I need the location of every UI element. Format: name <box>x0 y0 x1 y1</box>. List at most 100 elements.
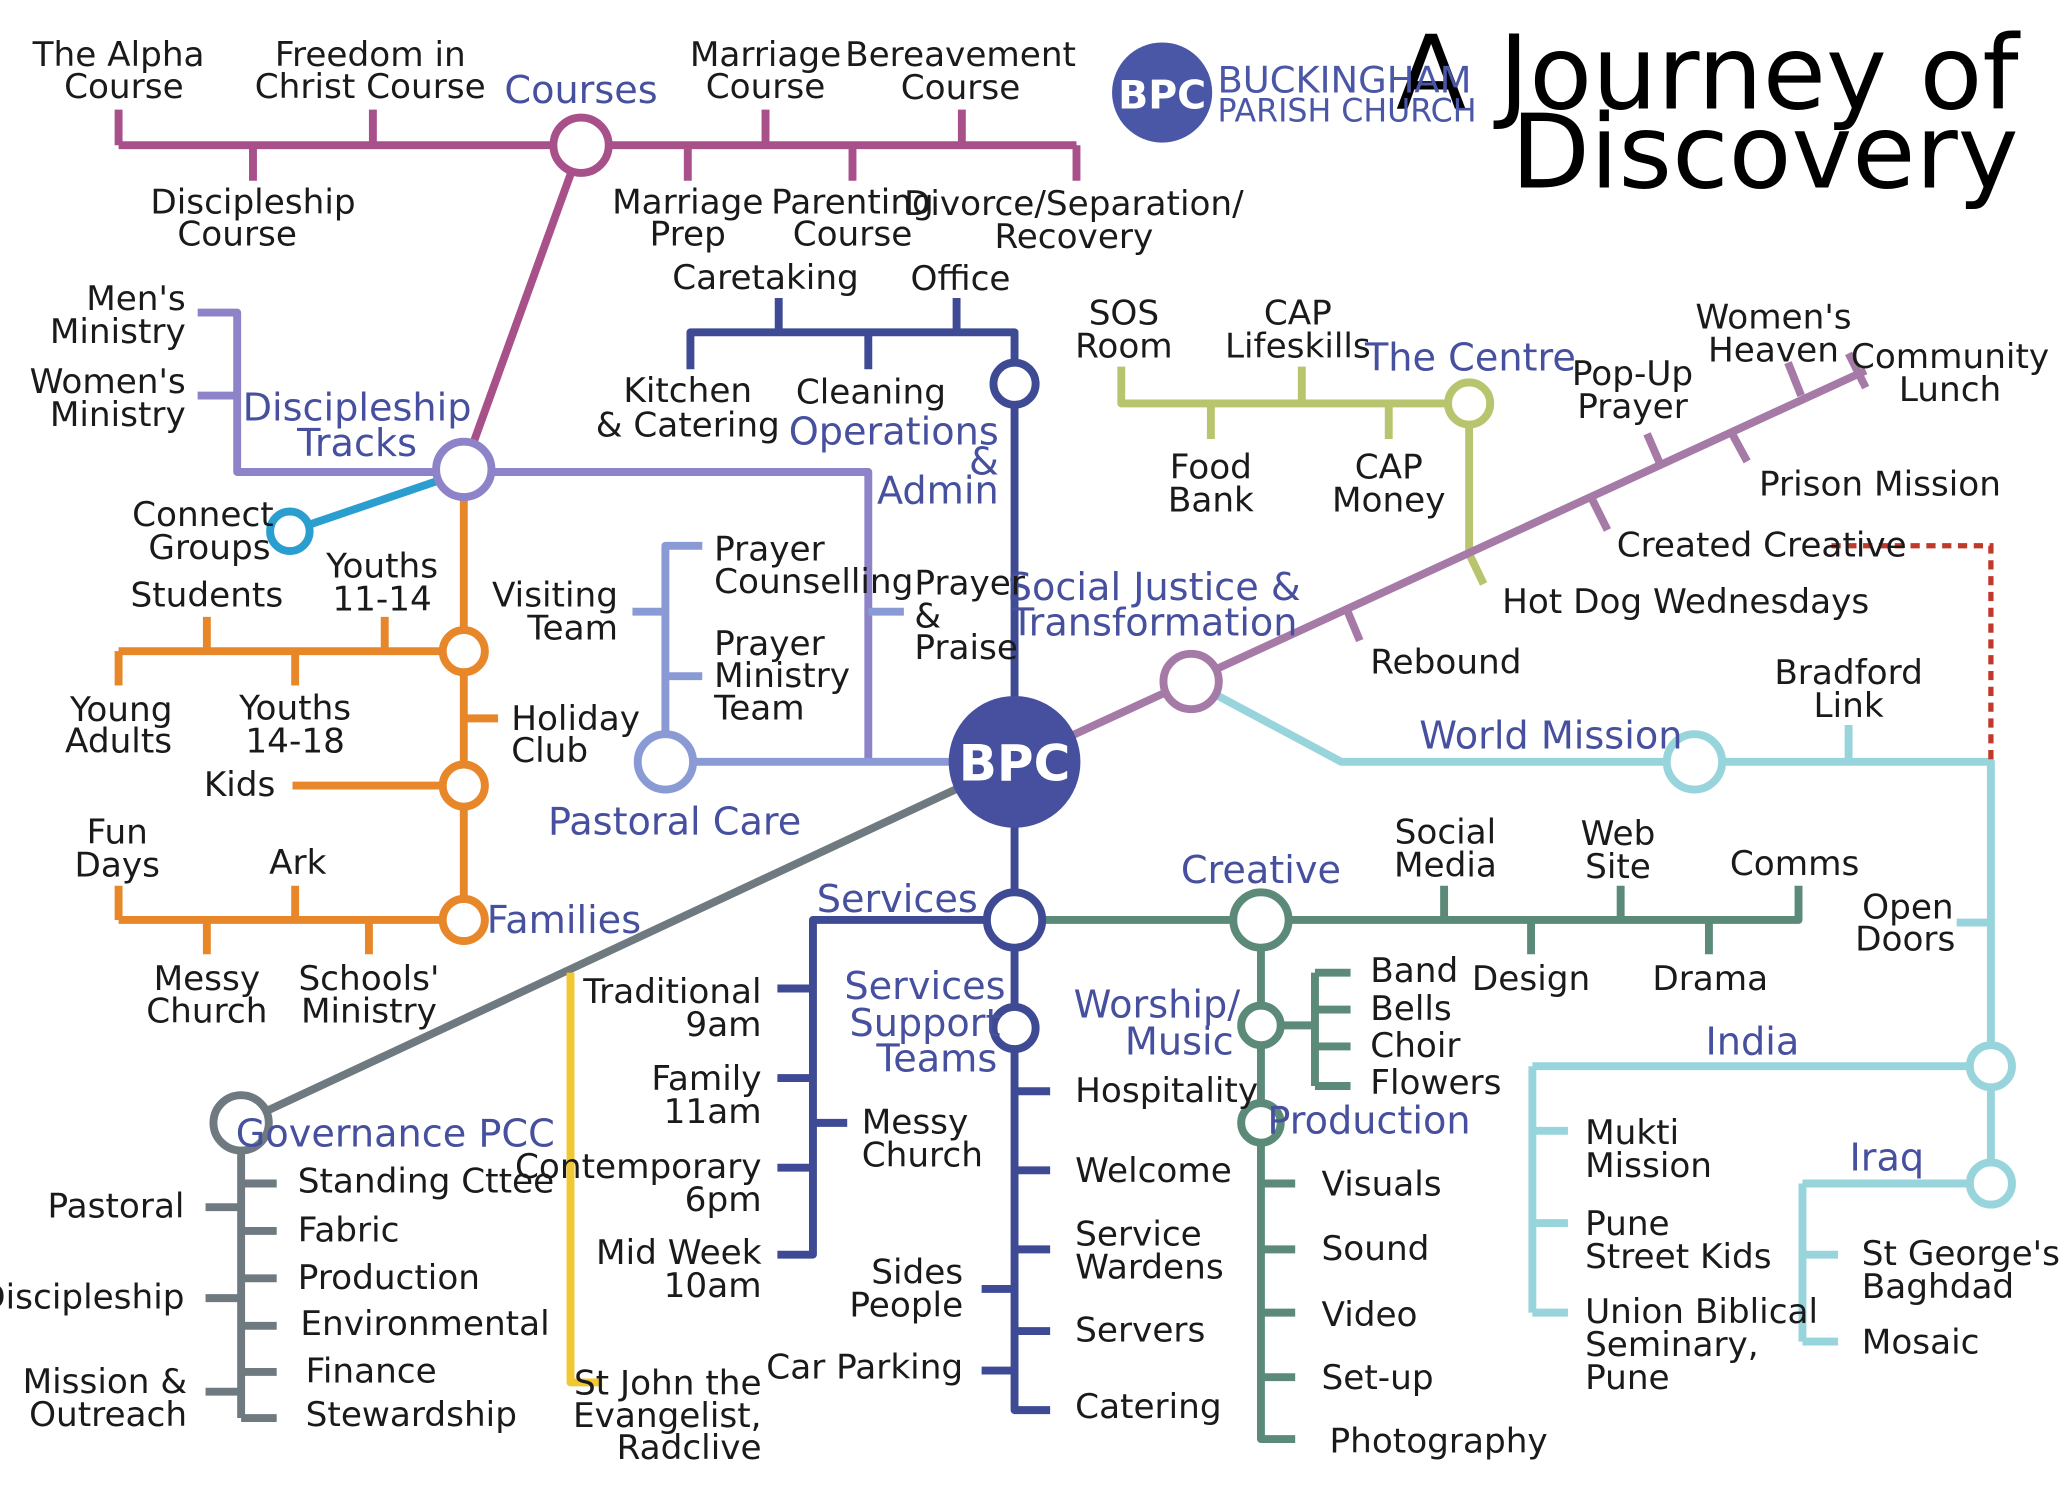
operations-line <box>686 298 1019 762</box>
label-visuals: Visuals <box>1322 1164 1442 1204</box>
label-schools-2: Ministry <box>301 992 437 1032</box>
label-rebound: Rebound <box>1370 643 1521 683</box>
bpc-hub[interactable] <box>948 695 1081 828</box>
label-photography: Photography <box>1329 1421 1547 1461</box>
label-mission-1: Mission & <box>23 1362 188 1402</box>
discipleship-station[interactable] <box>432 437 496 501</box>
label-schools-1: Schools' <box>298 959 439 999</box>
label-freedom-2: Christ Course <box>255 67 486 107</box>
label-open-doors-1: Open <box>1862 888 1953 928</box>
support-station[interactable] <box>989 1002 1040 1054</box>
label-finance: Finance <box>306 1351 437 1391</box>
label-contemporary-1: Contemporary <box>515 1147 762 1187</box>
label-discipleship-course-2: Course <box>177 214 297 254</box>
courses-station[interactable] <box>549 113 613 177</box>
label-youths1418-1: Youths <box>238 689 351 729</box>
label-catering: Catering <box>1075 1387 1221 1427</box>
label-popup-2: Prayer <box>1577 387 1688 427</box>
pastoral-station[interactable] <box>633 730 698 794</box>
courses-hub-label: Courses <box>504 69 657 113</box>
kids-station[interactable] <box>438 760 489 811</box>
label-bells: Bells <box>1370 989 1451 1029</box>
bpc-hub-label: BPC <box>959 734 1071 792</box>
youth-station[interactable] <box>438 626 489 677</box>
iraq-station[interactable] <box>1965 1158 2016 1209</box>
label-holiday-2: Club <box>511 731 588 771</box>
social-justice-station[interactable] <box>1159 649 1223 714</box>
discipleship-labels: Men's Ministry Women's Ministry Connect … <box>30 279 274 568</box>
courses-line <box>114 109 1081 471</box>
production-station[interactable] <box>1237 1099 1285 1147</box>
label-flowers: Flowers <box>1370 1063 1501 1103</box>
label-social-media-1: Social <box>1395 813 1497 853</box>
label-open-doors-2: Doors <box>1855 919 1955 959</box>
creative-hub-label: Creative <box>1181 849 1341 893</box>
label-created: Created Creative <box>1617 525 1907 565</box>
label-website-2: Site <box>1585 847 1651 887</box>
title-line-1: A Journey of <box>1396 14 2021 133</box>
label-gov-production: Production <box>298 1258 480 1298</box>
services-station[interactable] <box>982 888 1047 952</box>
operations-hub-label-1: Operations <box>789 410 999 454</box>
logo-circle <box>1112 42 1213 143</box>
label-midweek-2: 10am <box>664 1266 762 1306</box>
label-womens-heaven-2: Heaven <box>1708 330 1839 370</box>
label-pune-kids-2: Street Kids <box>1585 1237 1772 1277</box>
label-midweek-1: Mid Week <box>596 1233 762 1273</box>
label-counselling-2: Counselling <box>714 562 913 602</box>
label-services-messy-1: Messy <box>862 1102 969 1142</box>
families-hub-label: Families <box>487 899 641 943</box>
label-connect-1: Connect <box>132 495 274 535</box>
label-caretaking: Caretaking <box>672 258 859 298</box>
label-family-1: Family <box>651 1059 761 1099</box>
world-mission-station[interactable] <box>1662 730 1727 794</box>
operations-station[interactable] <box>989 358 1040 409</box>
support-hub-label-1: Services <box>844 965 1005 1009</box>
label-prayer-ministry-2: Ministry <box>714 656 850 696</box>
worship-station[interactable] <box>1237 1001 1285 1050</box>
label-parenting-2: Course <box>793 214 913 254</box>
label-family-2: 11am <box>664 1092 762 1132</box>
discipleship-hub-label-2: Tracks <box>296 422 417 466</box>
label-marriage-course-2: Course <box>706 67 826 107</box>
label-services-messy-2: Church <box>862 1135 983 1175</box>
label-cap-money-1: CAP <box>1355 448 1423 488</box>
families-station[interactable] <box>438 894 489 946</box>
discipleship-line <box>197 308 873 762</box>
label-st-georges-1: St George's <box>1862 1234 2060 1274</box>
creative-labels: Social Media Web Site Comms Design Drama… <box>1322 813 1860 1462</box>
creative-station[interactable] <box>1229 888 1293 952</box>
label-gov-discipleship: Discipleship <box>0 1278 184 1318</box>
label-stewardship: Stewardship <box>306 1395 517 1435</box>
label-divorce-2: Recovery <box>994 217 1153 257</box>
label-young-adults-2: Adults <box>65 722 172 762</box>
india-station[interactable] <box>1965 1041 2016 1092</box>
label-prayer-ministry-3: Team <box>713 689 805 729</box>
label-youths1114-1: Youths <box>325 546 438 586</box>
label-cap-money-2: Money <box>1332 481 1446 521</box>
label-counselling-1: Prayer <box>714 529 825 569</box>
label-mukti-1: Mukti <box>1585 1113 1679 1153</box>
label-cap-life-2: Lifeskills <box>1225 326 1371 366</box>
governance-station[interactable] <box>209 1091 273 1155</box>
support-hub-label-3: Teams <box>875 1037 997 1081</box>
label-messy-2: Church <box>146 992 267 1032</box>
label-community-2: Lunch <box>1899 370 2001 410</box>
label-visiting-1: Visiting <box>492 575 618 615</box>
label-prayer-ministry-1: Prayer <box>714 624 825 664</box>
label-st-georges-2: Baghdad <box>1862 1267 2014 1307</box>
families-labels: Students Youths 11-14 Young Adults Youth… <box>65 546 640 1031</box>
connect-groups-station[interactable] <box>266 507 314 555</box>
created-creative-link <box>1831 543 1994 762</box>
centre-station[interactable] <box>1444 378 1495 429</box>
label-fabric: Fabric <box>298 1210 400 1250</box>
label-youths1418-2: 14-18 <box>245 722 345 762</box>
label-sound: Sound <box>1322 1229 1430 1269</box>
operations-labels: Caretaking Office Kitchen & Catering Cle… <box>596 258 1011 446</box>
governance-labels: Standing Cttee Fabric Production Environ… <box>0 1162 554 1435</box>
pastoral-hub-label: Pastoral Care <box>548 800 801 844</box>
label-prayer-praise-3: Praise <box>914 628 1018 668</box>
world-hub-label: World Mission <box>1419 715 1682 759</box>
social-labels: Pop-Up Prayer Women's Heaven Community L… <box>1370 297 2049 682</box>
